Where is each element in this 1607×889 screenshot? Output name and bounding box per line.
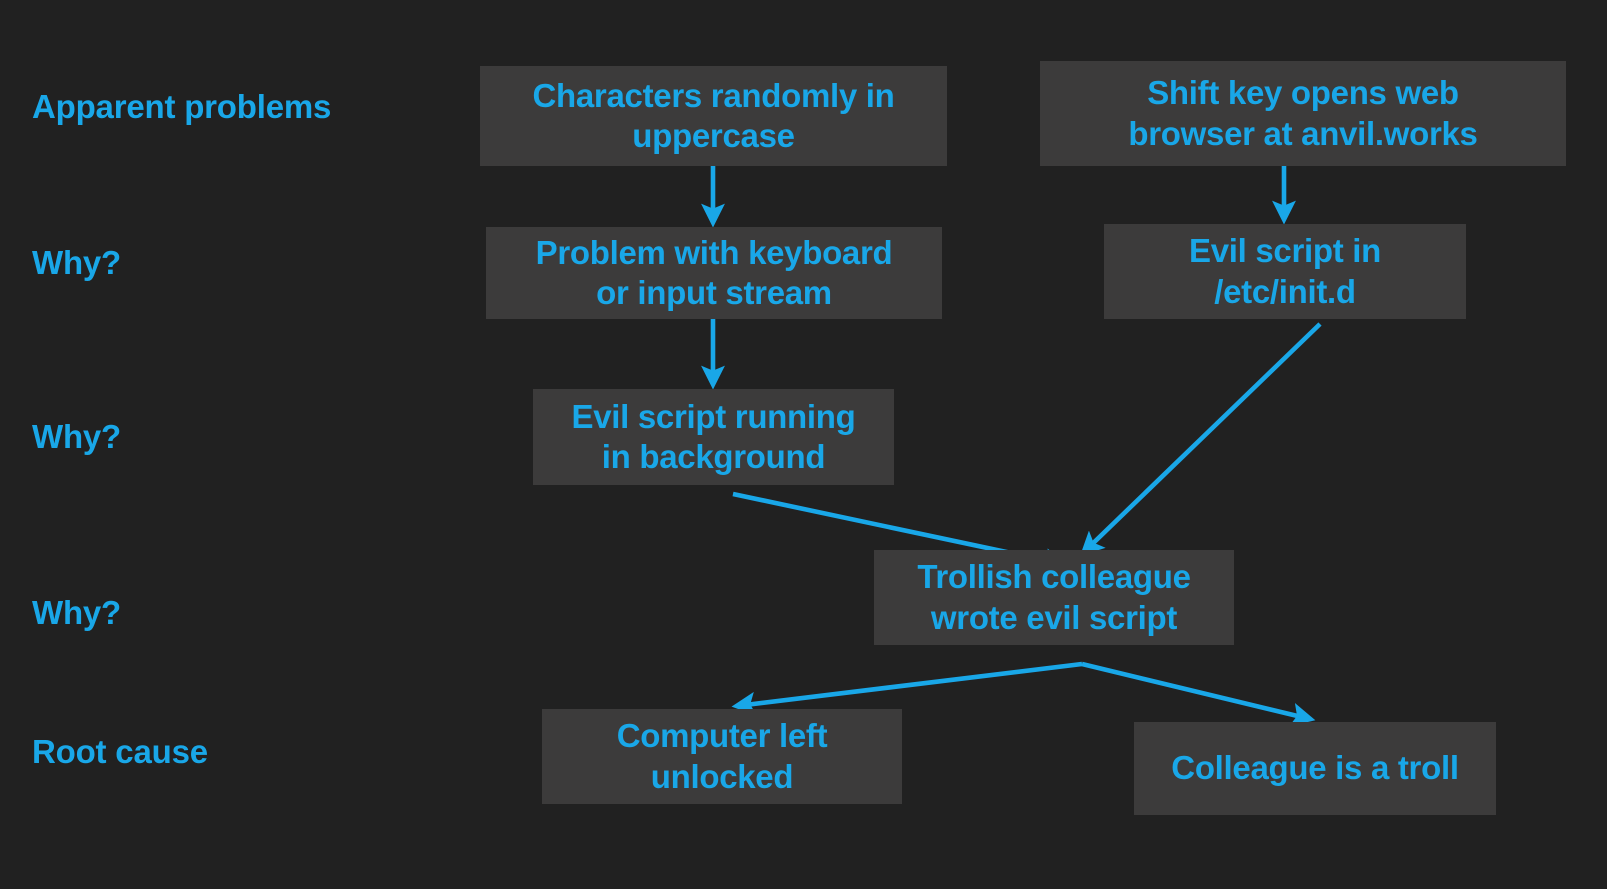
node-trollish-colleague[interactable]: Trollish colleague wrote evil script (874, 550, 1234, 645)
edge-trollish-to-troll (1081, 661, 1316, 727)
stage-label-why-1: Why? (32, 243, 122, 281)
edge-trollish-to-unlocked (731, 661, 1083, 716)
stage-label-why-2: Why? (32, 417, 122, 455)
stage-label-why-3: Why? (32, 593, 122, 631)
node-computer-left-unlocked[interactable]: Computer left unlocked (542, 709, 902, 804)
node-colleague-is-troll[interactable]: Colleague is a troll (1134, 722, 1496, 815)
edge-initd-to-trollish (1080, 322, 1322, 556)
node-characters-uppercase[interactable]: Characters randomly in uppercase (480, 66, 947, 166)
node-keyboard-input-problem[interactable]: Problem with keyboard or input stream (486, 227, 942, 319)
node-shift-key-browser[interactable]: Shift key opens web browser at anvil.wor… (1040, 61, 1566, 166)
stage-label-apparent-problems: Apparent problems (32, 87, 332, 125)
node-evil-script-initd[interactable]: Evil script in /etc/init.d (1104, 224, 1466, 319)
stage-label-root-cause: Root cause (32, 732, 208, 770)
node-evil-script-background[interactable]: Evil script running in background (533, 389, 894, 485)
